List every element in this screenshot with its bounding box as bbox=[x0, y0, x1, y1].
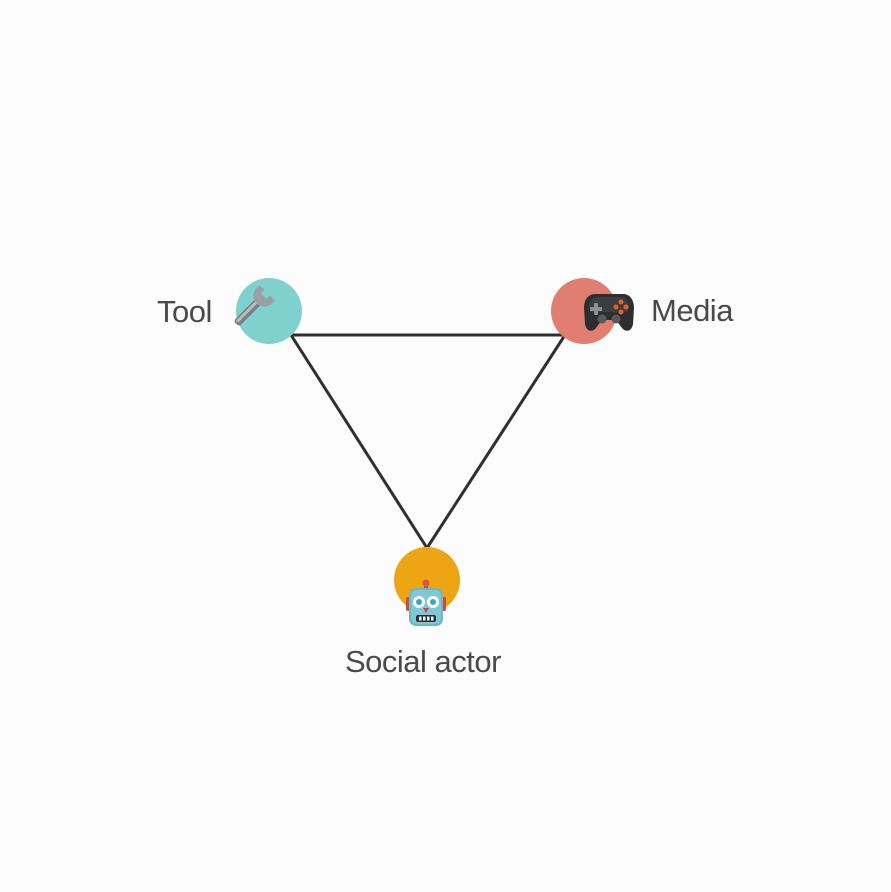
node-label-media: Media bbox=[651, 293, 733, 328]
edge-media-social bbox=[425, 334, 567, 549]
gamepad-icon bbox=[584, 294, 634, 331]
robot-icon bbox=[406, 579, 446, 626]
node-label-tool: Tool bbox=[157, 294, 212, 329]
node-label-social-actor: Social actor bbox=[345, 644, 501, 679]
wrench-icon bbox=[234, 284, 276, 326]
edge-tool-social bbox=[289, 334, 429, 549]
